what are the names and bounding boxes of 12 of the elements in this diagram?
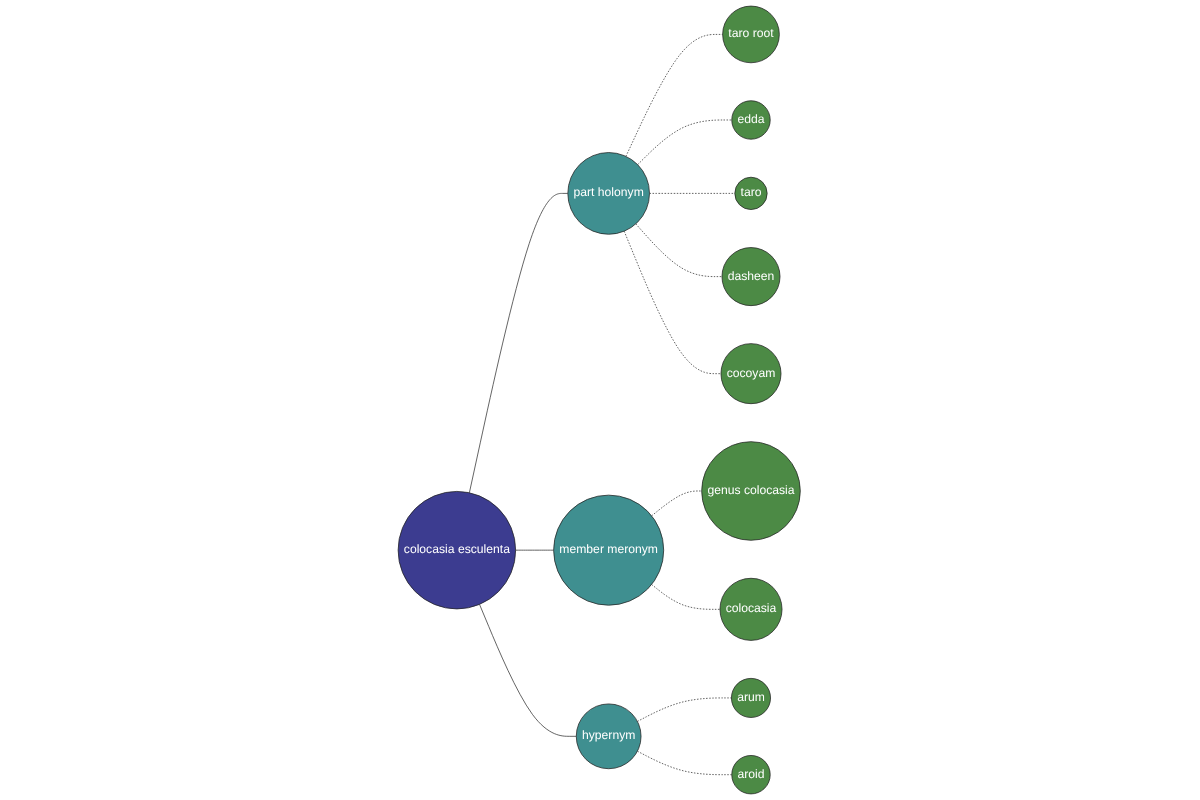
- connector: [636, 223, 724, 277]
- connector: [516, 549, 555, 551]
- connector: [469, 193, 569, 494]
- connector: [652, 490, 703, 517]
- connector: [624, 230, 723, 375]
- connector: [652, 584, 722, 610]
- connector: [637, 750, 733, 776]
- connector: [649, 193, 736, 194]
- connector: [479, 604, 578, 737]
- connector: [637, 697, 733, 722]
- connector: [626, 34, 724, 157]
- connector: [638, 119, 733, 165]
